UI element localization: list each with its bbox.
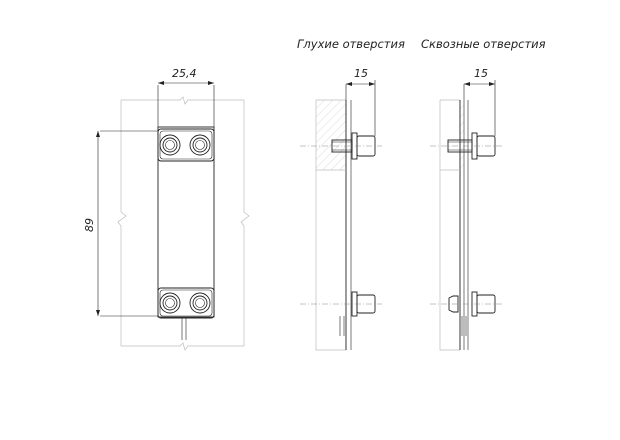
blind-holes-view: Глухие отверстия 15 [297,37,405,351]
board-bottom-break [121,342,244,351]
through-depth-label: 15 [474,67,488,80]
through-holes-view: Сквозные отверстия [421,37,546,351]
spacing-dimension-label: 89 [83,218,96,232]
board-top-break [121,96,244,105]
board-right-edge [240,100,250,346]
blind-holes-title: Глухие отверстия [297,37,405,51]
top-bolt-pair [157,128,215,162]
plate-outline [157,126,215,318]
through-top-screw [430,132,502,160]
blind-top-screw [300,132,382,160]
width-dimension-label: 25,4 [172,67,197,80]
blind-bottom-screw [300,291,382,336]
through-holes-title: Сквозные отверстия [421,37,546,51]
blind-depth-label: 15 [354,67,368,80]
front-view: 25,4 89 [83,67,250,351]
board-left-edge [117,100,127,346]
bottom-bolt-pair [157,287,215,319]
through-bottom-screw [430,291,502,336]
